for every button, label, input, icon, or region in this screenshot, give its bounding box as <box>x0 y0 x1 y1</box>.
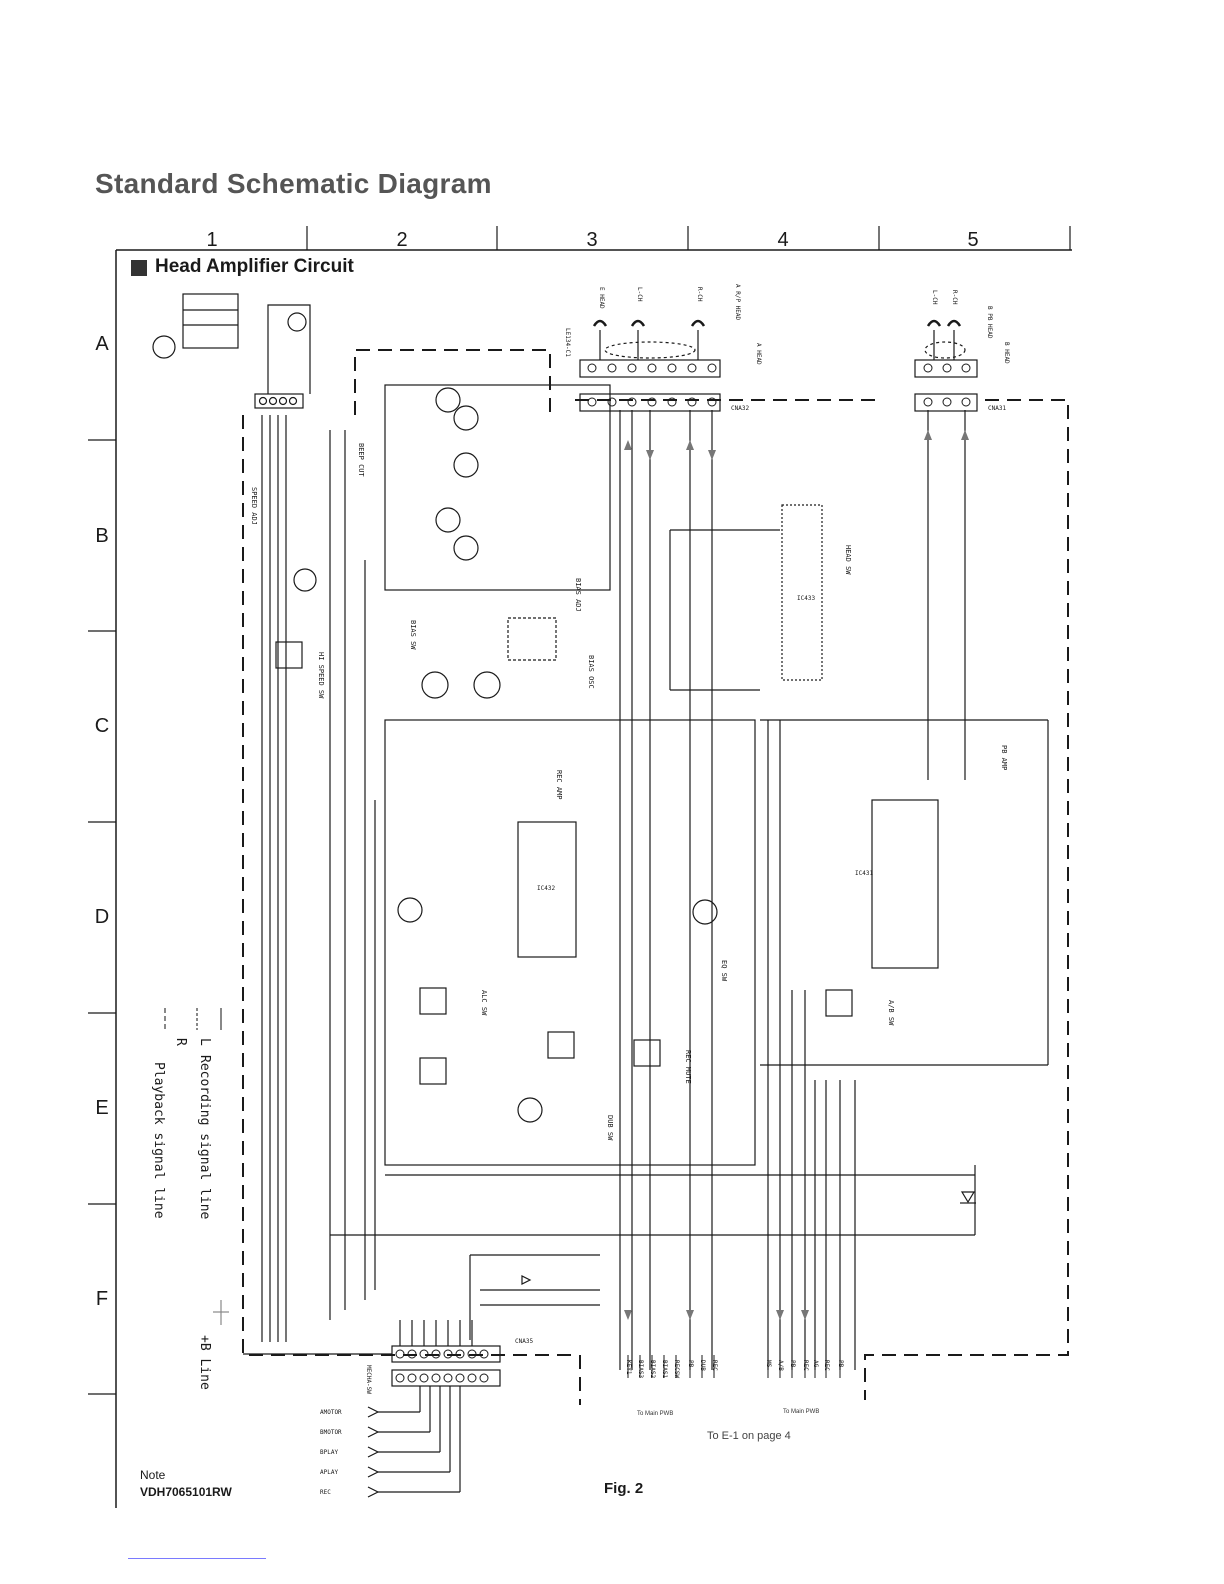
erase-head-part: LE134-C1 <box>564 328 571 357</box>
head-line-e-head: E HEAD <box>598 287 605 309</box>
head-line-r-ch: R-CH <box>696 287 703 302</box>
head-label-b-pb: B PB HEAD <box>986 306 993 339</box>
head-line-b-r-ch: R-CH <box>951 290 958 305</box>
block-bias-osc: BIAS OSC <box>587 655 595 689</box>
page-reference: To E-1 on page 4 <box>707 1430 791 1442</box>
column-label-5: 5 <box>967 229 979 251</box>
pin-label: BIAS2 <box>649 1360 656 1379</box>
mecha-label-bmotor: BMOTOR <box>320 1429 342 1436</box>
mecha-label-aplay: APLAY <box>320 1469 339 1476</box>
column-label-1: 1 <box>206 229 218 251</box>
pin-label: DUB <box>699 1360 706 1371</box>
to-main-pwb-right: To Main PWB <box>783 1409 820 1415</box>
note-code: VDH7065101RW <box>140 1485 232 1499</box>
pin-label: MS <box>765 1360 772 1368</box>
row-label-b: B <box>95 525 109 547</box>
pin-label: REC <box>823 1360 830 1371</box>
legend-b-line: +B Line <box>197 1335 212 1390</box>
head-line-b-l-ch: L-CH <box>931 290 938 305</box>
column-label-4: 4 <box>777 229 789 251</box>
connector-cna32-label: CNA32 <box>731 405 750 412</box>
head-label-a: A HEAD <box>755 343 762 365</box>
pin-label: REC <box>802 1360 809 1371</box>
connector-cna35-label: CNA35 <box>515 1338 534 1345</box>
head-label-b: B HEAD <box>1003 342 1010 364</box>
pin-label: PB <box>789 1360 796 1368</box>
row-label-c: C <box>94 715 110 737</box>
pin-label: RECSW <box>673 1360 680 1379</box>
mecha-label-bplay: BPLAY <box>320 1449 339 1456</box>
block-speed-adj: SPEED ADJ <box>250 487 258 525</box>
footer-divider <box>128 1558 266 1559</box>
row-label-f: F <box>95 1288 109 1310</box>
row-label-d: D <box>94 906 110 928</box>
pin-label: KEY1 <box>625 1360 632 1375</box>
legend-r: R <box>173 1038 188 1046</box>
connector-cna31-label: CNA31 <box>988 405 1007 412</box>
block-rec-amp: REC AMP <box>555 770 563 800</box>
legend-l: L <box>197 1038 212 1046</box>
block-bias-sw: BIAS SW <box>409 620 417 650</box>
row-label-e: E <box>95 1097 109 1119</box>
pin-label: REC <box>711 1360 718 1371</box>
mecha-label-rec: REC <box>320 1489 331 1496</box>
column-label-3: 3 <box>586 229 598 251</box>
pin-label: PB <box>837 1360 844 1368</box>
block-ab-sw: A/B SW <box>887 1000 895 1026</box>
pin-label: AG <box>812 1360 819 1368</box>
block-bias-adj: BIAS ADJ <box>574 578 582 612</box>
block-hi-speed-sw: HI SPEED SW <box>317 652 325 699</box>
mecha-label-amotor: AMOTOR <box>320 1409 342 1416</box>
ic-label-ic432: IC432 <box>537 885 556 892</box>
pin-label: A/B <box>777 1360 784 1371</box>
legend-playback-line: Playback signal line <box>151 1062 166 1219</box>
row-label-a: A <box>95 333 109 355</box>
head-label-a-rp: A R/P HEAD <box>734 284 741 321</box>
block-head-sw: HEAD SW <box>844 545 852 575</box>
mecha-sw-label: MECHA-SW <box>365 1365 372 1394</box>
section-marker-icon <box>131 260 147 276</box>
pin-label: BIAS1 <box>661 1360 668 1379</box>
block-beep-cut: BEEP CUT <box>357 443 365 477</box>
figure-label: Fig. 2 <box>604 1480 644 1497</box>
block-rec-mute: REC MUTE <box>684 1050 692 1084</box>
pin-label: BIAS3 <box>637 1360 644 1379</box>
block-dub-sw: DUB SW <box>606 1115 614 1141</box>
ic-label-ic431: IC431 <box>855 870 874 877</box>
legend-recording-line: Recording signal line <box>197 1055 212 1220</box>
note-label: Note <box>140 1468 166 1482</box>
to-main-pwb-left: To Main PWB <box>637 1411 674 1417</box>
pin-label: PB <box>687 1360 694 1368</box>
section-title: Head Amplifier Circuit <box>155 256 354 277</box>
head-line-l-ch: L-CH <box>636 287 643 302</box>
column-label-2: 2 <box>396 229 408 251</box>
block-pb-amp: PB AMP <box>1000 745 1008 771</box>
block-eq-sw: EQ SW <box>720 960 728 982</box>
ic-label-ic433: IC433 <box>797 595 816 602</box>
block-alc-sw: ALC SW <box>480 990 488 1016</box>
page-title: Standard Schematic Diagram <box>95 168 492 199</box>
